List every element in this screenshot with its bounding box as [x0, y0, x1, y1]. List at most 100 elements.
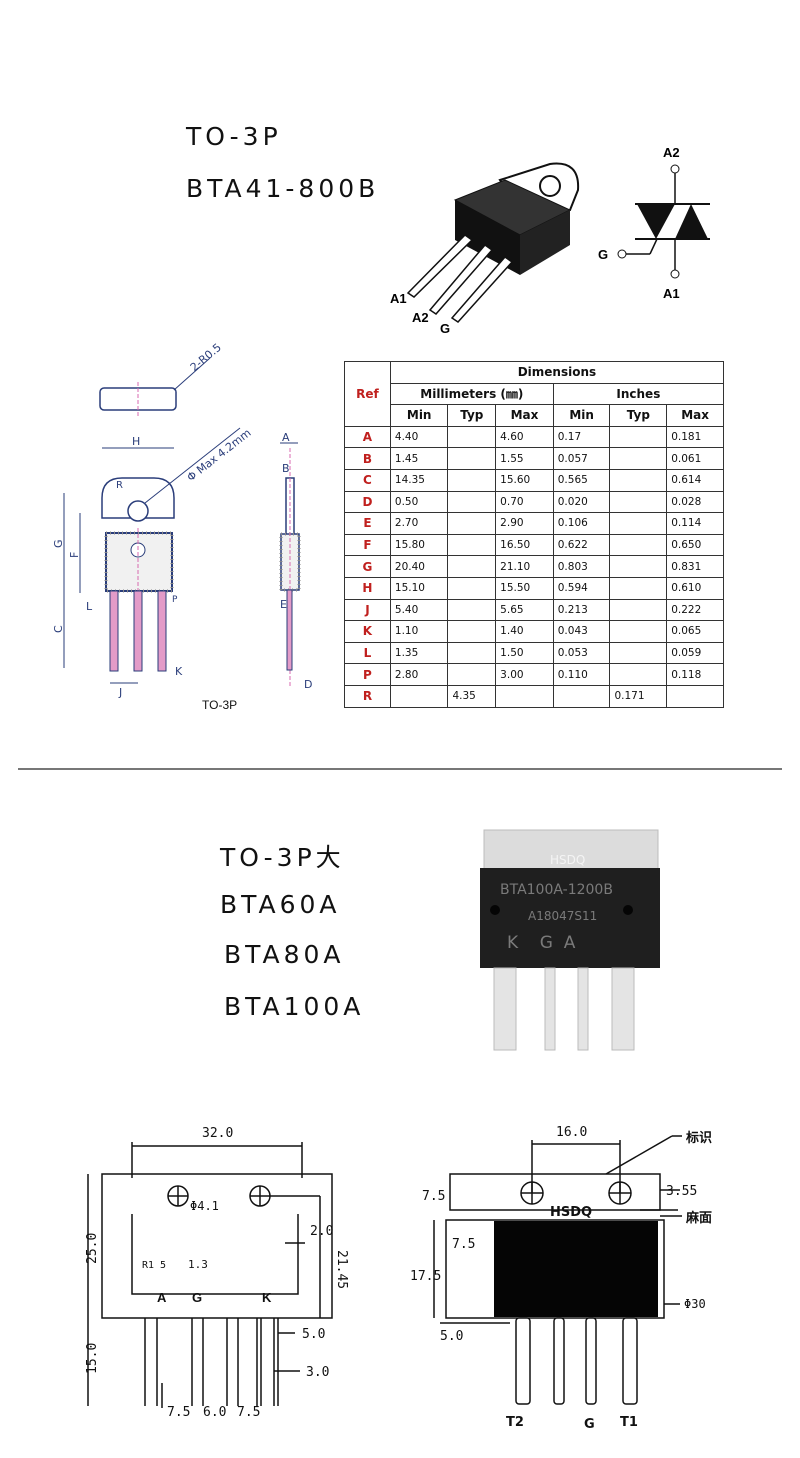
- value-cell: [447, 555, 497, 578]
- dimensions-table: Ref Dimensions Millimeters (㎜) Inches Mi…: [344, 361, 725, 708]
- value-cell: 1.35: [389, 641, 449, 665]
- label-b: B: [282, 462, 290, 475]
- lead-t2: [515, 1317, 531, 1405]
- dim-width: 16.0: [556, 1125, 587, 1140]
- label-p: P: [172, 595, 178, 605]
- value-cell: [552, 684, 611, 708]
- ref-cell: K: [344, 620, 391, 643]
- value-cell: 0.053: [552, 641, 611, 665]
- value-cell: 0.065: [666, 620, 724, 643]
- value-cell: 0.057: [552, 447, 611, 470]
- value-cell: 0.831: [666, 555, 724, 578]
- label-h: H: [132, 435, 140, 448]
- dim-lead-length: 15.0: [85, 1343, 100, 1374]
- pin-label-t1: T1: [620, 1415, 638, 1430]
- value-cell: 0.17: [552, 425, 611, 449]
- col-header: Min: [389, 404, 449, 427]
- pin-label-a2: A2: [412, 310, 429, 325]
- dim-pitch-3: 7.5: [237, 1405, 260, 1420]
- dim-3-55: 3.55: [666, 1184, 697, 1199]
- value-cell: [447, 533, 497, 557]
- col-header: Typ: [447, 404, 497, 427]
- photo-lead-k: [493, 967, 517, 1051]
- ref-cell: L: [344, 641, 391, 665]
- value-cell: 4.35: [447, 684, 497, 708]
- value-cell: 0.213: [552, 598, 611, 622]
- value-cell: 0.118: [666, 663, 724, 686]
- value-cell: [447, 576, 497, 600]
- label-f: F: [68, 552, 81, 558]
- label-e: E: [280, 598, 287, 611]
- value-cell: 0.043: [552, 620, 611, 643]
- ref-header: Ref: [344, 361, 391, 427]
- value-cell: 0.803: [552, 555, 611, 578]
- body-front: [455, 200, 520, 275]
- value-cell: 0.650: [666, 533, 724, 557]
- dim-7-5-b: 7.5: [452, 1237, 475, 1252]
- value-cell: [609, 512, 668, 535]
- value-cell: 0.020: [552, 490, 611, 514]
- pin-label-a1: A1: [390, 291, 407, 306]
- package-3d-drawing: A1 A2 G: [390, 162, 580, 336]
- ref-cell: B: [344, 447, 391, 470]
- part-number: BTA80A: [224, 940, 345, 969]
- ref-cell: J: [344, 598, 391, 622]
- value-cell: 1.50: [495, 641, 554, 665]
- triac-symbol: A2 G A1: [598, 145, 710, 301]
- value-cell: 0.059: [666, 641, 724, 665]
- value-cell: 2.80: [389, 663, 449, 686]
- value-cell: 0.622: [552, 533, 611, 557]
- part-number: BTA100A: [224, 992, 365, 1021]
- value-cell: 0.222: [666, 598, 724, 622]
- value-cell: 20.40: [389, 555, 449, 578]
- lead-g: [585, 1317, 597, 1405]
- pin-label-t2: T2: [506, 1415, 524, 1430]
- dim-height: 25.0: [85, 1233, 100, 1264]
- dim-pitch-1: 7.5: [167, 1405, 190, 1420]
- value-cell: [447, 490, 497, 514]
- lead-a1: [406, 234, 474, 298]
- part-title: BTA41-800B: [186, 174, 380, 203]
- value-cell: 5.65: [495, 598, 554, 622]
- value-cell: [609, 468, 668, 492]
- value-cell: [609, 620, 668, 643]
- value-cell: [609, 598, 668, 622]
- value-cell: 0.028: [666, 490, 724, 514]
- value-cell: [609, 447, 668, 470]
- photo-lead-g: [577, 967, 589, 1051]
- value-cell: [609, 425, 668, 449]
- value-cell: [609, 576, 668, 600]
- value-cell: [447, 512, 497, 535]
- ref-cell: H: [344, 576, 391, 600]
- dim-3-0: 3.0: [306, 1365, 329, 1380]
- value-cell: 15.50: [495, 576, 554, 600]
- right-dimension-drawing: 16.0 3.55 7.5 7.5 17.5 Φ30 5.0 标识 HSDQ 麻…: [410, 1125, 712, 1432]
- mark-label: 标识: [685, 1130, 712, 1146]
- brand-label: HSDQ: [550, 1205, 592, 1220]
- photo-marking: BTA100A-1200B: [500, 882, 613, 898]
- value-cell: 5.40: [389, 598, 449, 622]
- value-cell: [495, 684, 554, 708]
- photo-pins: K G A: [507, 933, 576, 953]
- lead-g: [450, 255, 514, 323]
- face-label: 麻面: [685, 1210, 712, 1226]
- value-cell: 0.594: [552, 576, 611, 600]
- dim-width: 32.0: [202, 1126, 233, 1141]
- value-cell: 14.35: [389, 468, 449, 492]
- table-row: R 4.35 0.171: [344, 684, 724, 708]
- left-dimension-drawing: 32.0 Φ4.1 25.0 15.0 2.0 21.45 R1 5 1.3 5…: [85, 1126, 349, 1420]
- product-photo: HSDQ BTA100A-1200B A18047S11 K G A: [480, 829, 660, 1051]
- ref-cell: R: [344, 684, 391, 708]
- value-cell: [447, 620, 497, 643]
- dim-1-3: 1.3: [188, 1258, 208, 1271]
- value-cell: [447, 641, 497, 665]
- value-cell: [447, 598, 497, 622]
- value-cell: 0.171: [609, 684, 668, 708]
